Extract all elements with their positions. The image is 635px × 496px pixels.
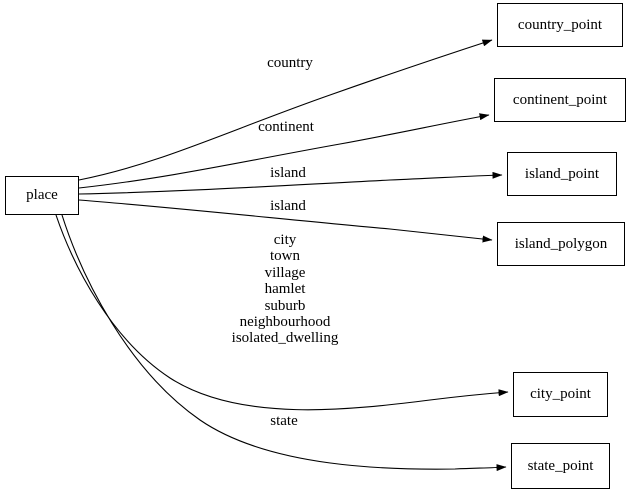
node-label: city_point — [530, 386, 591, 402]
node-continent_point[interactable]: continent_point — [494, 78, 626, 122]
node-label: island_polygon — [514, 235, 608, 252]
edge-label-line: neighbourhood — [239, 314, 331, 331]
edge-country — [78, 39, 493, 181]
node-city_point[interactable]: city_point — [513, 372, 608, 417]
edge-label-line: country — [267, 55, 313, 71]
edge-label-line: hamlet — [264, 281, 306, 298]
node-label: place — [26, 187, 58, 203]
edge-label-continent: continent — [258, 119, 314, 135]
node-state_point[interactable]: state_point — [511, 443, 610, 489]
edge-label-line: town — [270, 248, 300, 265]
edge-label-line: isolated_dwelling — [231, 330, 339, 347]
edge-island-polygon — [78, 199, 493, 243]
edge-label-line: continent — [258, 119, 314, 135]
node-country_point[interactable]: country_point — [497, 3, 623, 47]
edge-label-line: state — [270, 413, 298, 429]
edge-state — [61, 214, 507, 472]
edge-label-island-point: island — [270, 165, 306, 181]
edge-label-line: suburb — [264, 297, 306, 314]
edge-label-line: island — [270, 198, 306, 214]
node-label: continent_point — [512, 91, 608, 108]
node-label: island_point — [524, 165, 600, 182]
edge-island-point — [78, 171, 503, 195]
edge-label-island-polygon: island — [270, 198, 306, 214]
node-place[interactable]: place — [5, 176, 79, 215]
edge-label-state: state — [270, 413, 298, 429]
node-label: country_point — [517, 16, 603, 33]
edge-label-line: city — [273, 232, 297, 248]
edge-label-line: island — [270, 165, 306, 181]
node-island_polygon[interactable]: island_polygon — [497, 222, 625, 266]
node-island_point[interactable]: island_point — [507, 152, 617, 196]
edge-continent — [78, 113, 490, 189]
edge-label-line: village — [264, 264, 306, 281]
node-label: state_point — [527, 457, 594, 474]
edges-group — [55, 39, 509, 472]
edge-label-country: country — [267, 55, 313, 71]
edge-city — [55, 214, 509, 411]
